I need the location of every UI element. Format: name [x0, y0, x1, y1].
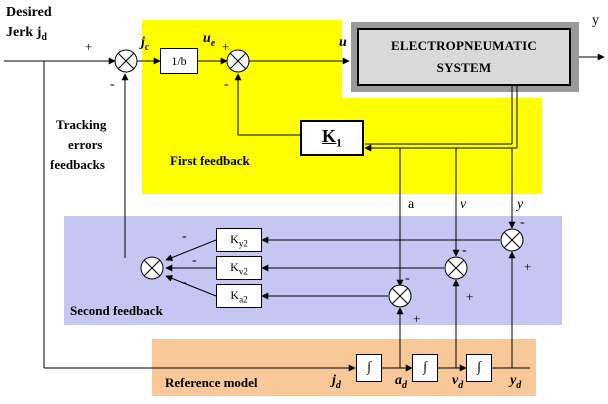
input-label-sub: d	[41, 31, 47, 43]
v-label: v	[460, 197, 467, 212]
ky2-gain-block: Ky2	[216, 228, 262, 252]
k1-label: K	[321, 125, 336, 146]
electropneumatic-system-block: ELECTROPNEUMATIC SYSTEM	[357, 28, 571, 86]
sum-junction-input	[114, 49, 138, 73]
sign-minus-control: -	[224, 77, 229, 92]
ue-sub: e	[210, 37, 216, 49]
input-label-line2: Jerk jd	[6, 26, 47, 43]
integrator-3-symbol: ∫	[477, 360, 481, 375]
yd-sub: d	[516, 379, 522, 391]
tracking-label-line1: Tracking	[56, 117, 107, 132]
first-feedback-label: First feedback	[170, 153, 250, 168]
plant-label-line2: SYSTEM	[436, 60, 492, 75]
reference-model-label: Reference model	[165, 375, 258, 390]
integrator-3: ∫	[466, 354, 492, 382]
ka2-label: K	[230, 287, 240, 302]
ad-label: ad	[395, 374, 407, 391]
sign-plus-control: +	[222, 39, 230, 54]
sum-junction-a	[388, 284, 412, 308]
jc-sub: c	[144, 41, 150, 53]
ka2-sub: a2	[239, 294, 248, 305]
inverse-b-gain-block: 1/b	[160, 48, 198, 74]
kv2-label: K	[230, 259, 239, 274]
a-label: a	[408, 197, 415, 212]
k1-gain-block: K1	[300, 120, 364, 156]
sum-junction-control	[226, 49, 250, 73]
inverse-b-label: 1/b	[171, 53, 187, 68]
sign-minus-y: -	[520, 215, 525, 230]
sign-minus-kv2: -	[192, 253, 197, 268]
jd-label: jd	[332, 374, 341, 391]
kv2-gain-block: Kv2	[216, 256, 262, 280]
vd-sub: d	[458, 379, 464, 391]
integrator-1-symbol: ∫	[367, 360, 371, 375]
ue-label: ue	[203, 32, 215, 49]
jd-main: j	[332, 373, 336, 388]
jc-main: j	[141, 35, 145, 50]
tracking-label-line3: feedbacks	[50, 157, 105, 172]
output-y-label: y	[592, 13, 599, 28]
yd-label: yd	[510, 374, 521, 391]
ue-main: u	[203, 31, 211, 46]
sign-minus-a: -	[405, 271, 410, 286]
integrator-2-symbol: ∫	[423, 360, 427, 375]
input-label-main: Jerk j	[6, 25, 42, 40]
sign-plus-input: +	[85, 39, 93, 54]
y-label: y	[517, 197, 524, 212]
sign-plus-v: +	[466, 289, 474, 304]
u-label: u	[339, 35, 347, 50]
kv2-sub: v2	[238, 266, 248, 277]
sign-minus-ka2: -	[182, 275, 187, 290]
k1-sub: 1	[336, 135, 342, 150]
ad-sub: d	[402, 379, 407, 391]
sign-minus-v: -	[462, 243, 467, 258]
sign-plus-y: +	[524, 259, 532, 274]
sum-junction-error	[140, 256, 164, 280]
sum-junction-v	[444, 256, 468, 280]
ad-main: a	[395, 373, 402, 388]
sign-minus-ky2: -	[182, 229, 187, 244]
sum-junction-y	[500, 228, 524, 252]
input-label-line1: Desired	[6, 5, 52, 20]
sign-minus-input: -	[110, 77, 115, 92]
second-feedback-label: Second feedback	[70, 303, 163, 318]
jc-label: jc	[141, 36, 149, 53]
tracking-label-line2: errors	[68, 137, 103, 152]
integrator-1: ∫	[356, 354, 382, 382]
sign-plus-a: +	[413, 311, 421, 326]
ka2-gain-block: Ka2	[216, 284, 262, 308]
yd-main: y	[510, 373, 517, 388]
ky2-sub: y2	[238, 238, 248, 249]
vd-label: vd	[452, 374, 463, 391]
vd-main: v	[452, 373, 459, 388]
plant-label-line1: ELECTROPNEUMATIC	[391, 38, 537, 53]
jd-sub: d	[335, 379, 341, 391]
ky2-label: K	[230, 231, 239, 246]
integrator-2: ∫	[412, 354, 438, 382]
